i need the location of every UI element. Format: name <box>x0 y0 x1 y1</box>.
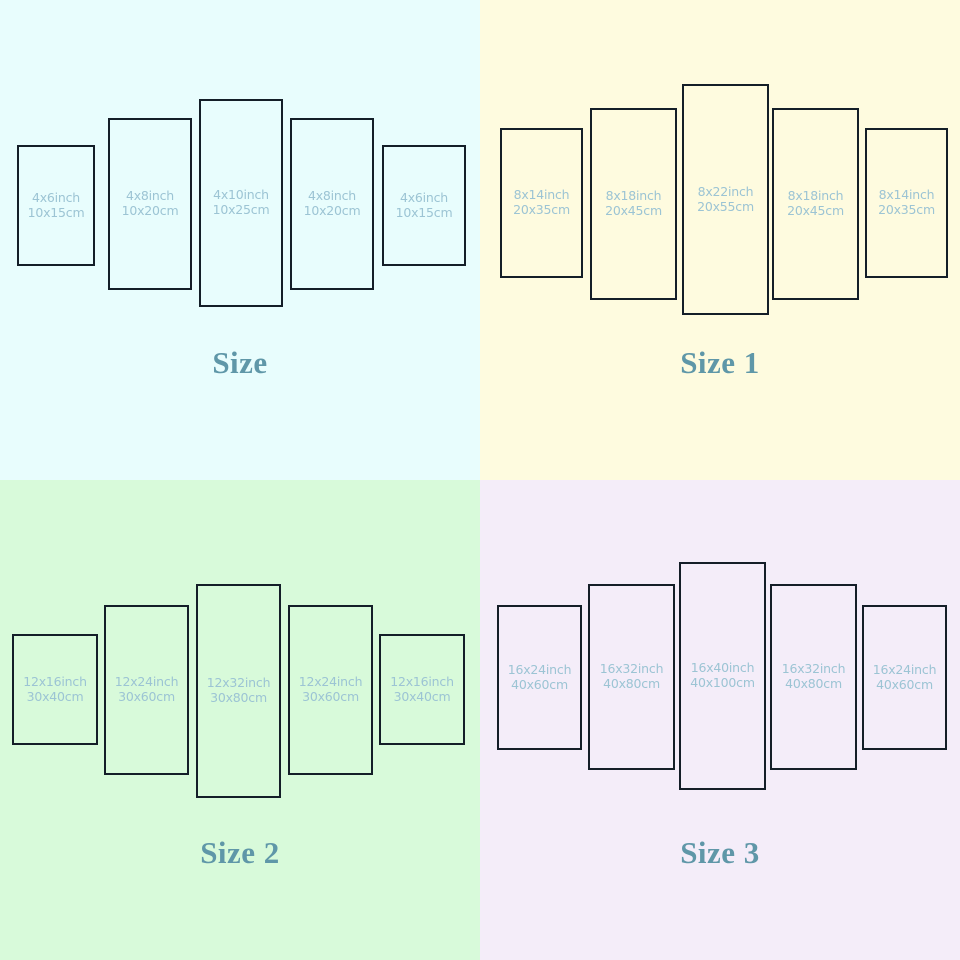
panel-size-inches: 16x24inch <box>507 661 572 677</box>
panel-size-centimeters: 20x45cm <box>787 203 844 218</box>
panel-size-inches: 16x40inch <box>690 660 755 676</box>
panel-size-inches: 16x24inch <box>872 661 937 677</box>
panel-size-centimeters: 10x15cm <box>395 204 453 220</box>
panel-size-centimeters: 10x20cm <box>303 203 361 218</box>
panel-size-inches: 4x8inch <box>125 188 175 204</box>
panel-size-centimeters: 20x35cm <box>513 202 570 217</box>
panel-size-inches: 8x14inch <box>878 187 935 203</box>
panel-size-inches: 4x6inch <box>399 189 449 205</box>
panel-size-inches: 12x24inch <box>298 674 363 690</box>
quadrant-title-size-3: Size 3 <box>680 835 760 870</box>
panel-size-centimeters: 40x80cm <box>785 676 842 691</box>
panel-size-centimeters: 40x100cm <box>690 675 755 690</box>
panel-size-centimeters: 10x15cm <box>27 204 85 220</box>
panel-size-centimeters: 40x60cm <box>511 676 568 692</box>
panel-size-centimeters: 30x80cm <box>210 690 267 705</box>
panel-size-inches: 8x14inch <box>513 187 570 203</box>
panel-size-centimeters: 40x80cm <box>603 676 660 691</box>
panel-size-centimeters: 30x60cm <box>118 689 175 704</box>
panel-size-inches: 4x6inch <box>31 189 81 205</box>
panel-size-centimeters: 10x25cm <box>212 202 270 217</box>
panel-size-centimeters: 20x45cm <box>605 203 662 218</box>
panel-size-inches: 12x16inch <box>390 673 454 689</box>
quadrant-title-size-1: Size 1 <box>680 345 760 380</box>
panel-size-inches: 12x16inch <box>23 673 87 689</box>
panel-size-inches: 16x32inch <box>781 661 846 677</box>
panel-size-centimeters: 30x40cm <box>26 688 84 704</box>
panel-size-inches: 8x18inch <box>787 188 844 204</box>
panel-size-inches: 4x8inch <box>307 188 357 204</box>
panel-size-inches: 12x24inch <box>114 674 179 690</box>
quadrant-title-size-2: Size 2 <box>200 835 280 870</box>
panel-size-centimeters: 10x20cm <box>121 203 179 218</box>
panel-size-inches: 12x32inch <box>206 675 271 691</box>
panel-size-inches: 16x32inch <box>599 661 664 677</box>
panel-size-centimeters: 30x40cm <box>393 688 451 704</box>
panel-size-centimeters: 20x35cm <box>878 202 935 217</box>
panel-size-centimeters: 40x60cm <box>876 676 933 692</box>
quadrant-title-size: Size <box>212 345 268 380</box>
panel-size-inches: 8x18inch <box>605 188 662 204</box>
panel-size-centimeters: 30x60cm <box>302 689 359 704</box>
panel-size-centimeters: 20x55cm <box>697 198 754 214</box>
panel-size-inches: 8x22inch <box>697 183 754 199</box>
panel-size-inches: 4x10inch <box>213 187 269 203</box>
